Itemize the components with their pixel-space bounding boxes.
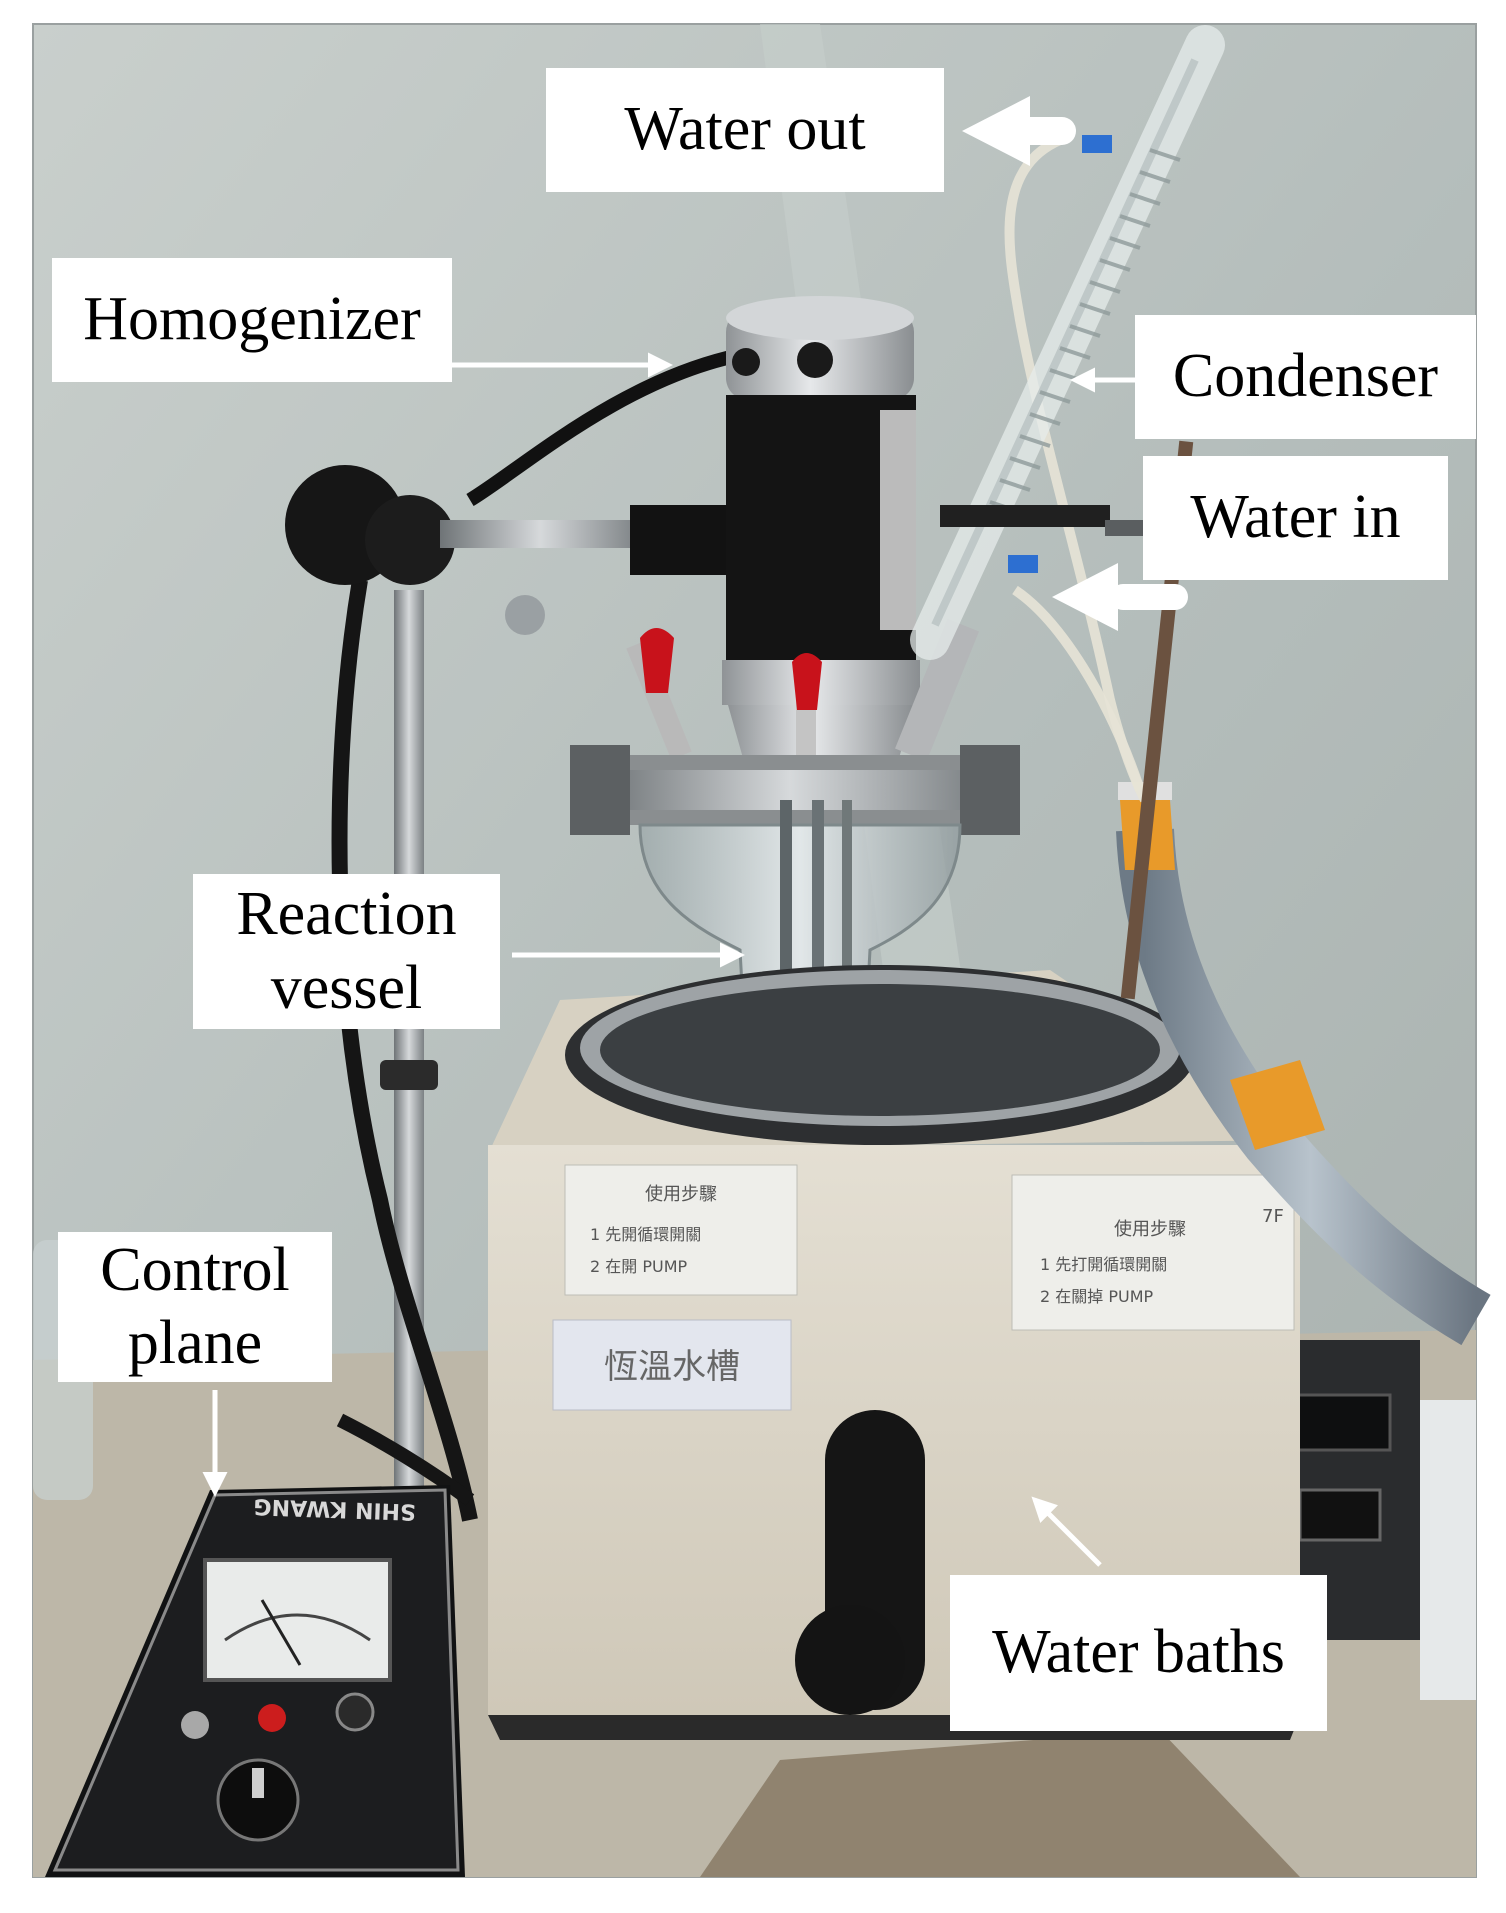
control-switch <box>181 1711 209 1739</box>
control-meter-scale <box>224 1613 371 1642</box>
clamp-arm <box>440 520 640 548</box>
clamp-knob <box>365 495 455 585</box>
motor-port <box>797 342 833 378</box>
water-out-arrow <box>962 96 1076 166</box>
side-port <box>626 640 692 760</box>
tubing <box>1012 585 1145 792</box>
instruction-sheet-right <box>1011 1174 1295 1331</box>
control-plane-label: Control plane <box>58 1232 332 1382</box>
tray <box>1420 1400 1476 1700</box>
lid-clamp-ear <box>960 745 1020 835</box>
lid-clamp-ear <box>570 745 630 835</box>
red-stopper <box>792 653 822 710</box>
reaction-vessel-label: Reaction vessel <box>193 874 500 1029</box>
motor-cap-top <box>726 296 914 340</box>
control-meter-needle <box>260 1599 302 1666</box>
instruction-left-line-2: 1 先開循環開關 <box>590 1225 701 1244</box>
instruction-right-line-2: 1 先打開循環開關 <box>1040 1255 1167 1274</box>
control-lamp <box>258 1704 286 1732</box>
rear-rod <box>1120 440 1194 1000</box>
condenser-core <box>931 58 1199 627</box>
condenser-inlet-clip <box>1008 555 1038 573</box>
condenser-outlet-clip <box>1082 135 1112 153</box>
bath-sign-text: 恆溫水槽 <box>604 1347 740 1387</box>
bath-sign <box>552 1319 792 1411</box>
bath-well <box>600 984 1160 1116</box>
temperature-keys <box>1298 1488 1382 1542</box>
vessel-probe <box>842 800 852 1050</box>
tag-number: 7F <box>1262 1206 1284 1227</box>
side-port <box>895 618 979 762</box>
water-in-label: Water in <box>1143 456 1448 580</box>
instruction-right-line-3: 2 在關掉 PUMP <box>1040 1287 1154 1306</box>
stand-collar <box>380 1060 438 1090</box>
water-in-arrow <box>1052 563 1188 631</box>
bench-stain <box>700 1730 1300 1877</box>
instruction-right-line-1: 使用步驟 <box>1114 1219 1186 1240</box>
control-dial <box>216 1758 300 1842</box>
control-dial-pointer <box>252 1768 264 1798</box>
red-stopper <box>640 628 674 693</box>
hose-tape <box>1230 1060 1325 1150</box>
instruction-sheet-left <box>564 1164 798 1296</box>
control-brand: SHIN KWANG <box>253 1493 416 1524</box>
water-baths-arrow <box>1031 1496 1102 1567</box>
motor-sticker <box>880 410 916 630</box>
thumb-screw <box>505 595 545 635</box>
homogenizer-label: Homogenizer <box>52 258 452 382</box>
cable <box>336 1413 475 1506</box>
instruction-left-line-3: 2 在開 PUMP <box>590 1257 688 1276</box>
condenser-label: Condenser <box>1135 315 1476 439</box>
clamp-block <box>630 505 740 575</box>
bath-knob <box>795 1605 905 1715</box>
cable <box>331 578 478 1522</box>
control-fuse <box>335 1692 375 1732</box>
water-out-label: Water out <box>546 68 944 192</box>
motor-port <box>732 348 760 376</box>
condenser-clamp <box>940 505 1110 527</box>
water-baths-label: Water baths <box>950 1575 1327 1731</box>
instruction-left-line-1: 使用步驟 <box>645 1184 717 1205</box>
cable <box>466 348 742 507</box>
condenser-coil <box>989 148 1181 514</box>
